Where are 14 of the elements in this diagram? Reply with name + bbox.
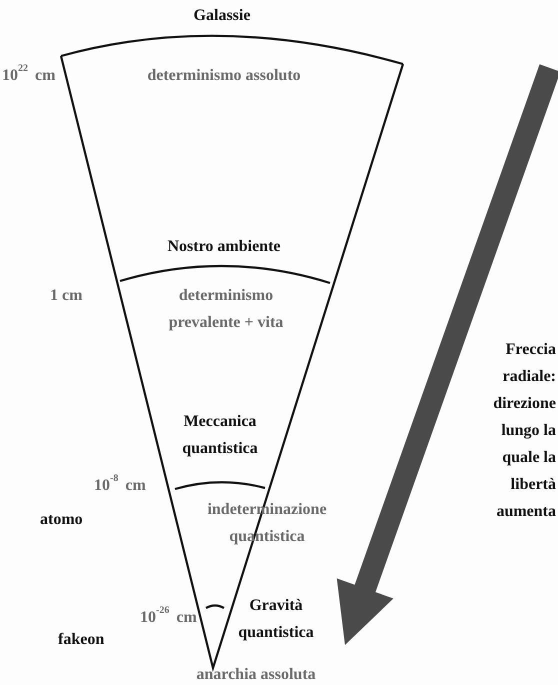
label-text: Meccanica quantistica xyxy=(181,412,259,459)
label-text: 10$^{-8}$ cm xyxy=(94,472,147,496)
label-text: determinismo prevalente + vita xyxy=(168,286,284,333)
label-text: fakeon xyxy=(58,630,106,650)
label-text: Galassie xyxy=(192,6,252,26)
label-text: atomo xyxy=(40,510,84,530)
label-text: 1 cm xyxy=(50,286,84,306)
label-text: 10$^{-26}$ cm xyxy=(140,604,198,628)
label-text: determinismo assoluto xyxy=(146,66,302,86)
label-text: Gravità quantistica xyxy=(237,596,315,643)
label-text: 10$^{22}$ cm xyxy=(2,62,56,86)
label-text: Freccia radiale: direzione lungo la quale la libertà aumenta xyxy=(492,340,556,522)
label-text: Nostro ambiente xyxy=(166,237,282,257)
label-text: anarchia assoluta xyxy=(195,665,317,685)
